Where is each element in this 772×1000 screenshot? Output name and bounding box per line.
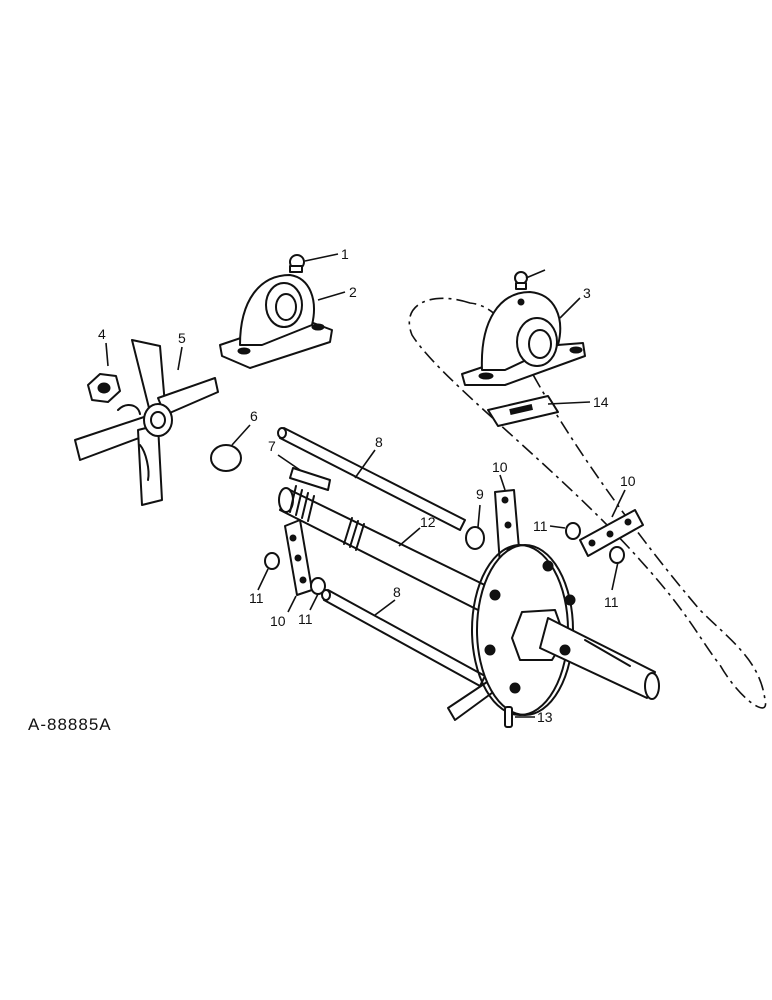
- snap-ring: [210, 444, 242, 472]
- plate-left: [284, 519, 313, 596]
- callout-8-upper: 8: [375, 434, 383, 450]
- spacer-sleeve: [465, 526, 485, 550]
- callout-10-center: 10: [492, 459, 508, 475]
- pillow-block-bearing-right: [461, 291, 586, 386]
- callout-10-left: 10: [270, 613, 286, 629]
- callout-1: 1: [341, 246, 349, 262]
- callout-4: 4: [98, 326, 106, 342]
- callout-14: 14: [593, 394, 609, 410]
- bushing-right-lower: [609, 546, 625, 564]
- bushing-left-upper: [264, 552, 280, 570]
- callout-8-lower: 8: [393, 584, 401, 600]
- callout-11-right-upper: 11: [533, 518, 548, 534]
- callout-11-left-lower: 11: [298, 611, 313, 627]
- fan-blade-assembly: [74, 339, 219, 506]
- phantom-outline: [408, 297, 767, 709]
- callout-7: 7: [268, 438, 276, 454]
- slotted-plate: [487, 395, 559, 427]
- rod-lower: [321, 589, 486, 687]
- callout-3: 3: [583, 285, 591, 301]
- pillow-block-bearing-left: [219, 274, 333, 369]
- bushing-left-lower: [310, 577, 326, 595]
- leader-lines: [105, 253, 626, 718]
- splined-shaft: [278, 485, 496, 613]
- callout-2: 2: [349, 284, 357, 300]
- key: [289, 467, 331, 491]
- hub-flange: [447, 544, 660, 721]
- callout-13: 13: [537, 709, 553, 725]
- callout-9: 9: [476, 486, 484, 502]
- hex-nut: [87, 373, 121, 403]
- callout-10-right: 10: [620, 473, 636, 489]
- roll-pin: [504, 706, 513, 728]
- rod-upper: [277, 427, 466, 531]
- callout-11-right-lower: 11: [604, 594, 619, 610]
- grease-fitting-right: [514, 271, 528, 290]
- callout-5: 5: [178, 330, 186, 346]
- bushing-right-upper: [565, 522, 581, 540]
- callout-6: 6: [250, 408, 258, 424]
- plate-right: [579, 509, 644, 557]
- callout-12: 12: [420, 514, 436, 530]
- drawing-id: A-88885A: [28, 715, 112, 734]
- grease-fitting-left: [289, 254, 305, 273]
- callout-11-left-upper: 11: [249, 590, 264, 606]
